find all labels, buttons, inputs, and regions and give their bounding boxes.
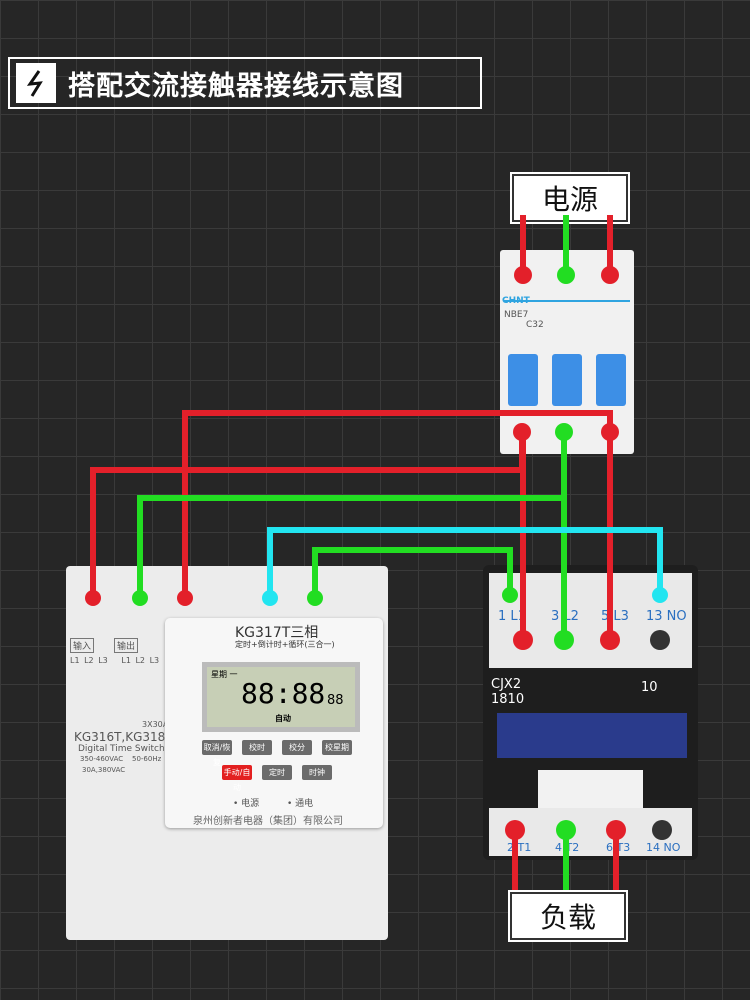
breaker-toggle[interactable] (552, 354, 582, 406)
phase-labels: L1 L2 L3 L1 L2 L3 (70, 656, 160, 665)
frequency: 50-60Hz (132, 755, 162, 763)
cancel-restore-button[interactable]: 取消/恢复 (202, 740, 232, 767)
load-label: 负载 (508, 890, 628, 942)
series: KG316T,KG318T (74, 730, 173, 744)
terminals (85, 266, 672, 840)
lcd-time: 88:88 (241, 677, 326, 710)
on-indicator: • 通电 (287, 799, 314, 809)
breaker-rating: C32 (526, 320, 544, 330)
set-hour-button[interactable]: 校时 (242, 740, 272, 755)
wire-cyan (267, 527, 663, 598)
contactor-code: 10 (641, 680, 658, 695)
power-label: 电源 (510, 172, 630, 224)
breaker-toggle[interactable] (508, 354, 538, 406)
current: 30A,380VAC (82, 766, 126, 774)
set-minute-button[interactable]: 校分 (282, 740, 312, 755)
voltage: 350-460VAC (80, 755, 124, 763)
company: 泉州创新者电器（集团）有限公司 (193, 816, 343, 827)
timer-button[interactable]: 定时 (262, 765, 292, 780)
type: Digital Time Switch (78, 744, 165, 754)
power-indicator: • 电源 (233, 799, 260, 809)
input-label: 输入 (70, 638, 95, 653)
title-text: 搭配交流接触器接线示意图 (68, 70, 404, 102)
circuit-breaker: CHNT NBE7 C32 (500, 250, 634, 454)
clock-button[interactable]: 时钟 (302, 765, 332, 780)
wire-green-l2 (137, 432, 567, 640)
terminal-label: 1 L1 (498, 609, 526, 624)
timer-model: KG317T三相 (235, 625, 319, 641)
wire-red-supply (520, 215, 613, 275)
terminal-label: 13 NO (646, 609, 687, 624)
lcd-display: 星期 一 88:88 88 自动 (202, 662, 360, 732)
title-banner: 搭配交流接触器接线示意图 (8, 57, 482, 109)
terminal-label: 14 NO (646, 841, 681, 854)
output-label: 输出 (114, 638, 139, 653)
breaker-toggle[interactable] (596, 354, 626, 406)
contactor-window (497, 713, 687, 758)
lcd-seconds: 88 (327, 693, 344, 708)
wire-load (512, 830, 619, 892)
set-week-button[interactable]: 校星期 (322, 740, 352, 755)
timer-subtitle: 定时+倒计时+循环(三合一) (235, 640, 335, 649)
wire-red-l3 (182, 410, 613, 640)
wire-red-l1 (90, 432, 526, 640)
breaker-brand: CHNT (502, 296, 530, 306)
manual-auto-button[interactable]: 手动/自动 (222, 765, 252, 792)
lightning-icon (16, 63, 56, 103)
breaker-model: NBE7 (504, 310, 529, 320)
lcd-week: 星期 一 (211, 670, 238, 679)
rating: 3X30A (142, 720, 169, 729)
lcd-mode: 自动 (275, 714, 291, 723)
wire-green-coil (312, 547, 513, 598)
